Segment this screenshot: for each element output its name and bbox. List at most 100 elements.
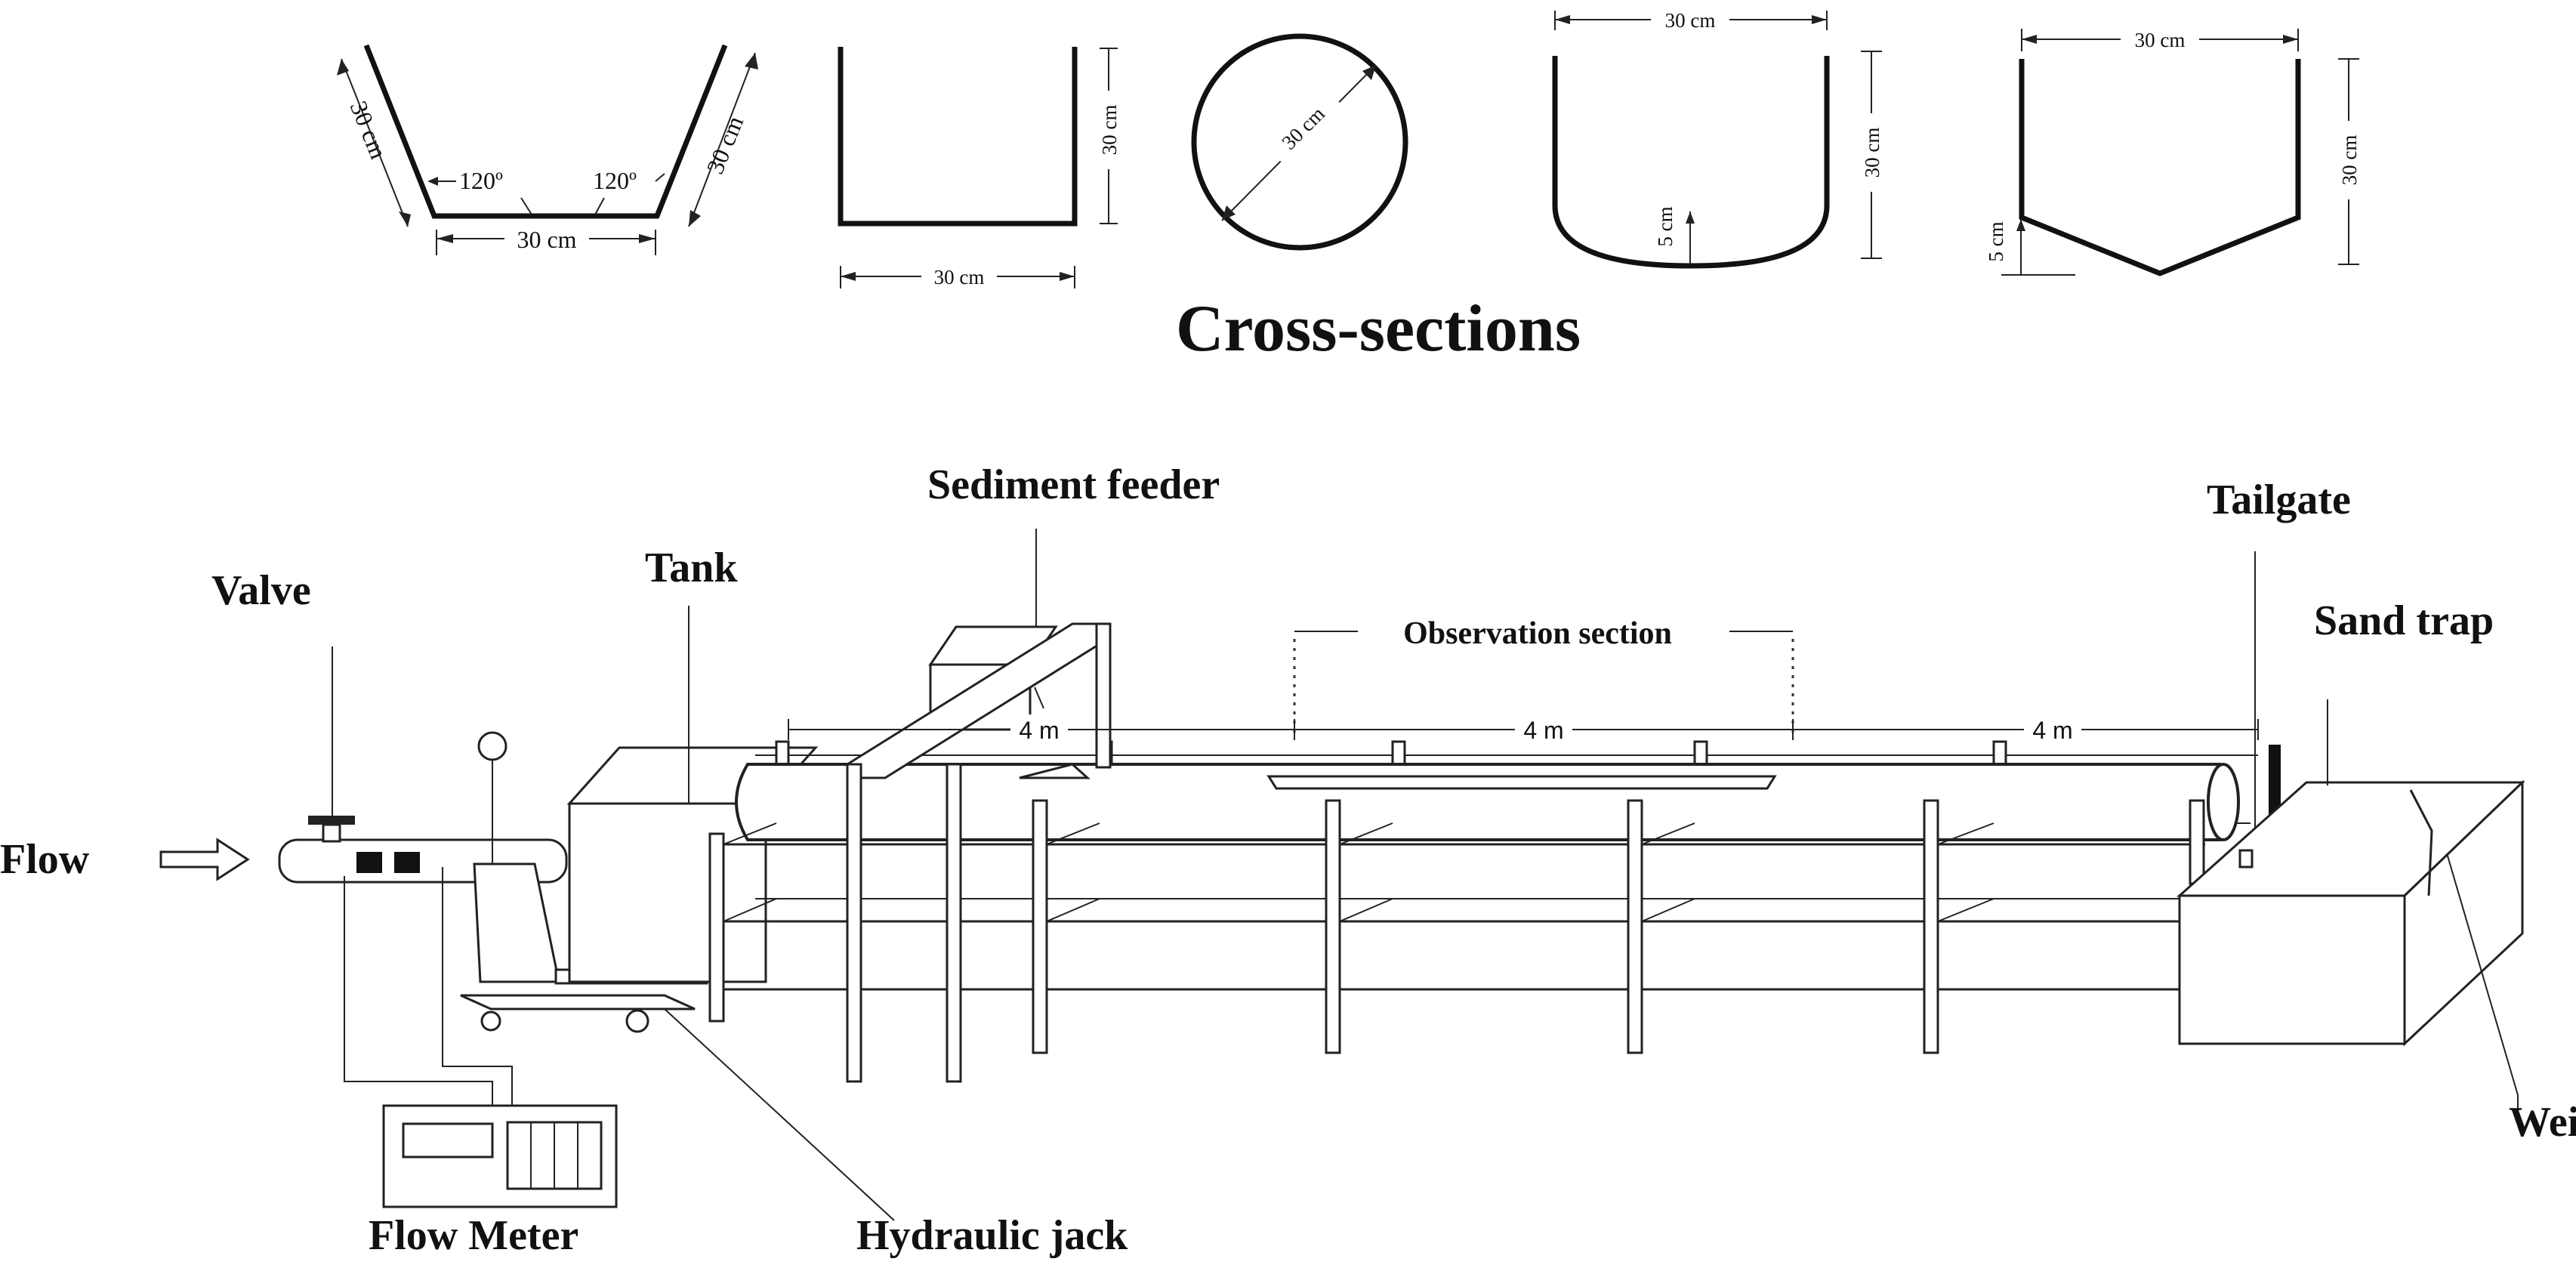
rectangle-outline — [838, 47, 1078, 227]
valve-label: Valve — [211, 567, 311, 614]
sediment-feeder-label: Sediment feeder — [927, 461, 1220, 508]
arrowhead — [1060, 272, 1075, 281]
feeder-stand-leg — [846, 763, 862, 1083]
cross-section-rectangular: 30 cm 30 cm — [838, 47, 1122, 288]
weir-label: Weir — [2509, 1099, 2576, 1146]
flume-opening — [1019, 763, 1091, 779]
jack-wheel — [480, 1010, 501, 1032]
arrowhead — [427, 177, 438, 186]
trapezoid-angle-left-label: 120º — [459, 167, 503, 194]
flow-arrow-icon — [159, 838, 250, 881]
arrowhead — [437, 234, 453, 243]
u-depth-label: 5 cm — [1654, 206, 1677, 246]
segment-length-label: 4 m — [1019, 717, 1059, 744]
label-mask — [1266, 88, 1343, 165]
v-depth-label: 5 cm — [1985, 221, 2007, 261]
jack-base-plate — [460, 994, 696, 1010]
sand-trap-front — [2178, 894, 2406, 1045]
label-mask — [1010, 714, 1068, 745]
u-shape-outline — [1552, 56, 1830, 269]
valve-handle-icon — [308, 816, 355, 825]
arrowhead — [689, 210, 701, 227]
frame-cross-braces — [723, 822, 1994, 922]
angle-pointer — [594, 197, 605, 215]
trapezoid-left-dim-line — [341, 58, 409, 227]
sand-trap-outlet — [2238, 849, 2254, 869]
arrowhead — [337, 59, 349, 76]
arrowhead — [1686, 211, 1695, 224]
cross-sections-title: Cross-sections — [1176, 292, 1581, 366]
flume-apparatus: Observation section 4 m 4 m 4 m Flow Val… — [0, 461, 2576, 1259]
arrowhead — [1812, 15, 1827, 24]
u-width-label: 30 cm — [1665, 9, 1716, 32]
label-mask — [2024, 714, 2081, 745]
cross-section-circular: 30 cm — [1191, 33, 1408, 251]
feeder-spout — [1034, 686, 1044, 709]
trapezoid-left-side-label: 30 cm — [345, 97, 393, 162]
frame-front-posts — [708, 799, 2205, 1054]
jack-handle-knob — [477, 731, 507, 761]
arrowhead — [399, 211, 411, 227]
arrowhead — [639, 234, 656, 243]
label-mask — [921, 264, 997, 288]
label-mask — [2335, 121, 2362, 199]
weir-leader-line — [2446, 853, 2519, 1096]
label-mask — [1515, 714, 1572, 745]
circle-outline — [1191, 33, 1408, 251]
rect-width-label: 30 cm — [934, 266, 985, 288]
observation-section-label: Observation section — [1403, 616, 1672, 651]
jack-leader-line — [664, 1008, 895, 1221]
arrowhead — [1555, 15, 1570, 24]
flow-meter-label: Flow Meter — [369, 1212, 578, 1259]
label-mask — [1095, 91, 1122, 169]
cross-section-u-shaped: 30 cm 30 cm 5 cm — [1552, 8, 1885, 269]
angle-pointer — [655, 173, 665, 182]
arrowhead — [1362, 65, 1376, 80]
flow-meter-sensor — [394, 852, 420, 873]
trapezoid-angle-right-label: 120º — [593, 167, 637, 194]
arrowhead — [745, 53, 758, 69]
trapezoid-right-side-label: 30 cm — [701, 112, 748, 177]
cross-section-trapezoidal: 30 cm 30 cm 120º 120º 30 cm — [337, 44, 758, 255]
jack-wheel — [625, 1009, 649, 1033]
label-mask — [1858, 113, 1885, 192]
flow-label: Flow — [0, 836, 90, 883]
cross-sections: 30 cm 30 cm 120º 120º 30 cm — [337, 8, 2362, 366]
observation-window — [1266, 775, 1777, 790]
label-mask — [504, 225, 589, 252]
trapezoid-outline — [363, 44, 728, 219]
trapezoid-bottom-label: 30 cm — [517, 226, 576, 253]
u-height-label: 30 cm — [1861, 128, 1883, 178]
feeder-stand-leg — [946, 763, 962, 1083]
v-width-label: 30 cm — [2135, 29, 2186, 51]
flume-outlet — [2207, 763, 2240, 841]
meter-wire — [344, 876, 493, 1106]
arrowhead — [1222, 205, 1236, 221]
flow-meter-sensor — [356, 852, 382, 873]
label-mask — [1651, 8, 1729, 32]
tank-label: Tank — [645, 545, 738, 591]
valve-body — [322, 823, 341, 843]
segment-length-label: 4 m — [1523, 717, 1563, 744]
segment-length-label: 4 m — [2032, 717, 2072, 744]
trapezoid-right-dim-line — [688, 52, 756, 227]
cross-section-v-bottom: 30 cm 30 cm 5 cm — [1985, 27, 2362, 276]
weir-notch — [2409, 789, 2433, 896]
sand-trap-label: Sand trap — [2314, 597, 2494, 644]
angle-pointer — [520, 197, 532, 215]
v-height-label: 30 cm — [2338, 135, 2361, 186]
arrowhead — [841, 272, 856, 281]
hydraulic-jack-label: Hydraulic jack — [856, 1212, 1128, 1259]
label-mask — [2121, 27, 2199, 51]
rect-height-label: 30 cm — [1098, 105, 1121, 156]
arrowhead — [2016, 219, 2025, 231]
tailgate-label: Tailgate — [2207, 477, 2351, 523]
sand-trap-side — [2403, 779, 2524, 1047]
v-bottom-outline — [2019, 59, 2301, 276]
tank-front — [568, 802, 767, 983]
feeder-stand-leg — [1095, 622, 1112, 769]
arrowhead — [2283, 35, 2298, 44]
flow-meter-display — [402, 1122, 494, 1159]
meter-wire — [442, 867, 513, 1106]
